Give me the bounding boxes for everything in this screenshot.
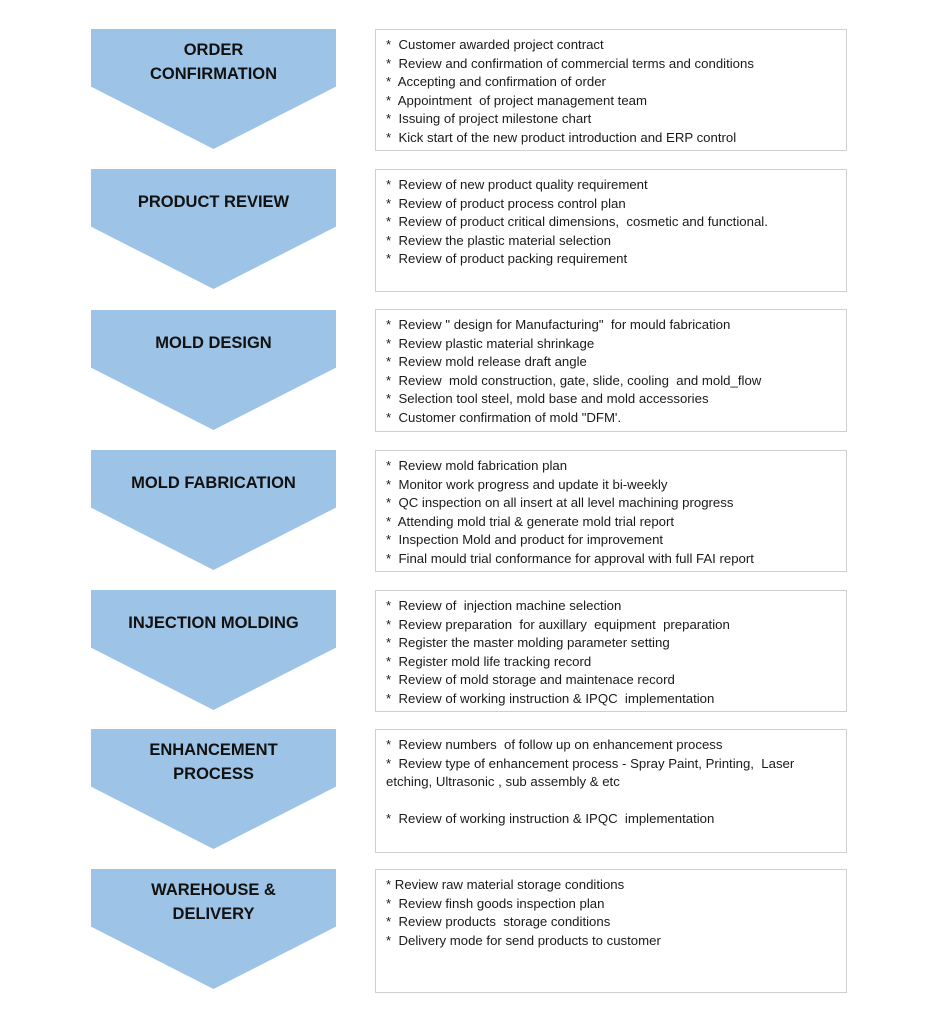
stage-detail-item: * Kick start of the new product introduc… (386, 129, 737, 145)
stage-details-box: * Review mold fabrication plan * Monitor … (375, 450, 847, 572)
stage-detail-item: * Review and confirmation of commercial … (386, 55, 754, 71)
stage-detail-item: * Review products storage conditions (386, 914, 611, 930)
stage-detail-item: * Review of product packing requirement (386, 251, 628, 267)
stage-details-box: * Review raw material storage conditions… (375, 869, 847, 993)
stage-detail-item: * Issuing of project milestone chart (386, 111, 592, 127)
stage-title: MOLD DESIGN (91, 331, 336, 355)
stage-detail-item: * Monitor work progress and update it bi… (386, 476, 668, 492)
stage-detail-item: * Selection tool steel, mold base and mo… (386, 391, 709, 407)
stage-detail-item: * Delivery mode for send products to cus… (386, 932, 661, 948)
stage-details-box: * Review of new product quality requirem… (375, 169, 847, 292)
stage-title-line: CONFIRMATION (149, 65, 278, 83)
stage-detail-item: etching, Ultrasonic , sub assembly & etc (386, 774, 620, 790)
stage-details-list: * Review numbers of follow up on enhance… (376, 730, 846, 829)
stage-detail-item: * Register the master molding parameter … (386, 635, 670, 651)
stage-title: MOLD FABRICATION (91, 471, 336, 495)
stage-detail-item: * Customer confirmation of mold "DFM'. (386, 409, 622, 425)
stage-detail-item: * Review mold fabrication plan (386, 458, 568, 473)
stage-details-box: * Review numbers of follow up on enhance… (375, 729, 847, 853)
stage-detail-item: * Customer awarded project contract (386, 37, 604, 52)
stage-detail-item: * Final mould trial conformance for appr… (386, 550, 754, 566)
stage-detail-item: * Review mold release draft angle (386, 354, 587, 370)
stage-details-box: * Review of injection machine selection *… (375, 590, 847, 712)
stage-chevron-arrow (91, 450, 336, 570)
stage-details-list: * Customer awarded project contract * Rev… (376, 30, 846, 148)
stage-chevron-arrow (91, 590, 336, 710)
stage-detail-item: * Review plastic material shrinkage (386, 335, 595, 351)
stage-title-line: MOLD DESIGN (155, 334, 272, 352)
stage-details-list: * Review of injection machine selection *… (376, 591, 846, 709)
stage-chevron-arrow (91, 310, 336, 430)
stage-title: WAREHOUSE & DELIVERY (91, 878, 336, 926)
stage-title-line: ENHANCEMENT (149, 741, 278, 759)
stage-title-line: INJECTION MOLDING (128, 614, 299, 632)
stage-title: PRODUCT REVIEW (91, 190, 336, 214)
stage-detail-item: * Review raw material storage conditions (386, 877, 625, 892)
stage-title-line: PROCESS (173, 765, 254, 783)
stage-detail-item: * Review of product process control plan (386, 195, 626, 211)
stage-detail-item: * Review " design for Manufacturing" for… (386, 317, 731, 332)
stage-details-list: * Review raw material storage conditions… (376, 870, 846, 950)
stage-detail-item: * Accepting and confirmation of order (386, 74, 606, 90)
stage-detail-item: * QC inspection on all insert at all lev… (386, 495, 734, 511)
stage-detail-item: * Review type of enhancement process - S… (386, 755, 795, 771)
stage-detail-item: * Review mold construction, gate, slide,… (386, 372, 762, 388)
stage-detail-item: * Review of injection machine selection (386, 598, 622, 613)
stage-details-list: * Review " design for Manufacturing" for… (376, 310, 846, 428)
stage-title-line: PRODUCT REVIEW (137, 193, 290, 211)
stage-detail-item: * Review finsh goods inspection plan (386, 895, 605, 911)
list-spacer (386, 792, 836, 811)
stage-title-line: ORDER (183, 41, 244, 59)
stage-detail-item: * Review numbers of follow up on enhance… (386, 737, 723, 752)
stage-detail-item: * Review of working instruction & IPQC i… (386, 690, 715, 706)
stage-detail-item: * Review preparation for auxillary equip… (386, 616, 730, 632)
stage-detail-item: * Review of mold storage and maintenace … (386, 672, 675, 688)
stage-detail-item: * Appointment of project management team (386, 92, 647, 108)
stage-chevron-arrow (91, 169, 336, 289)
stage-title-line: MOLD FABRICATION (131, 474, 296, 492)
stage-detail-item: * Review the plastic material selection (386, 232, 612, 248)
stage-title: ENHANCEMENT PROCESS (91, 738, 336, 786)
stage-detail-item: * Review of new product quality requirem… (386, 177, 648, 192)
stage-details-box: * Review " design for Manufacturing" for… (375, 309, 847, 432)
stage-detail-item: * Review of working instruction & IPQC i… (386, 811, 715, 827)
stage-title: ORDER CONFIRMATION (91, 38, 336, 86)
stage-title: INJECTION MOLDING (91, 611, 336, 635)
stage-details-list: * Review of new product quality requirem… (376, 170, 846, 269)
stage-details-list: * Review mold fabrication plan * Monitor … (376, 451, 846, 569)
stage-detail-item: * Inspection Mold and product for improv… (386, 532, 664, 548)
stage-title-line: DELIVERY (172, 905, 255, 923)
stage-detail-item: * Register mold life tracking record (386, 653, 592, 669)
stage-details-box: * Customer awarded project contract * Rev… (375, 29, 847, 151)
stage-detail-item: * Review of product critical dimensions,… (386, 214, 768, 230)
stage-detail-item: * Attending mold trial & generate mold t… (386, 513, 675, 529)
stage-title-line: WAREHOUSE & (151, 881, 276, 899)
